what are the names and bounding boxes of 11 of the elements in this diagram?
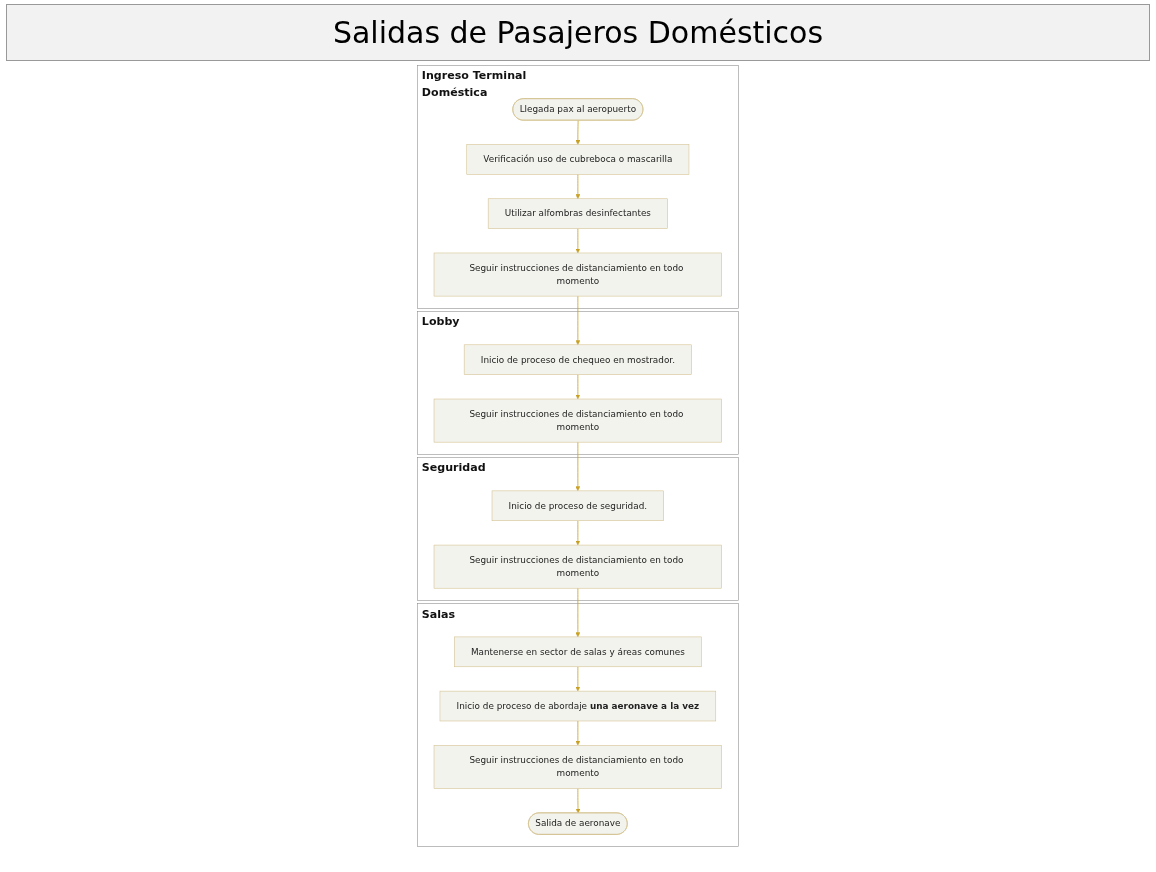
node-box: Seguir instrucciones de distanciamiento en todo momento [433,745,723,789]
node-box: Inicio de proceso de seguridad. [491,490,665,521]
node-box: Inicio de proceso de abordaje una aeronave a la vez [439,690,717,722]
node-box: Verificación uso de cubreboca o mascarilla [466,144,690,175]
node-box: Mantenerse en sector de salas y áreas comunes [454,636,702,668]
node-box: Seguir instrucciones de distanciamiento en todo momento [433,398,723,443]
node-box: Inicio de proceso de chequeo en mostrador. [464,344,692,375]
node-box: Seguir instrucciones de distanciamiento en todo momento [433,544,723,589]
node-box: Utilizar alfombras desinfectantes [488,198,668,229]
diagram-title: Salidas de Pasajeros Domésticos [6,4,1150,61]
node-box: Seguir instrucciones de distanciamiento en todo momento [433,252,723,297]
